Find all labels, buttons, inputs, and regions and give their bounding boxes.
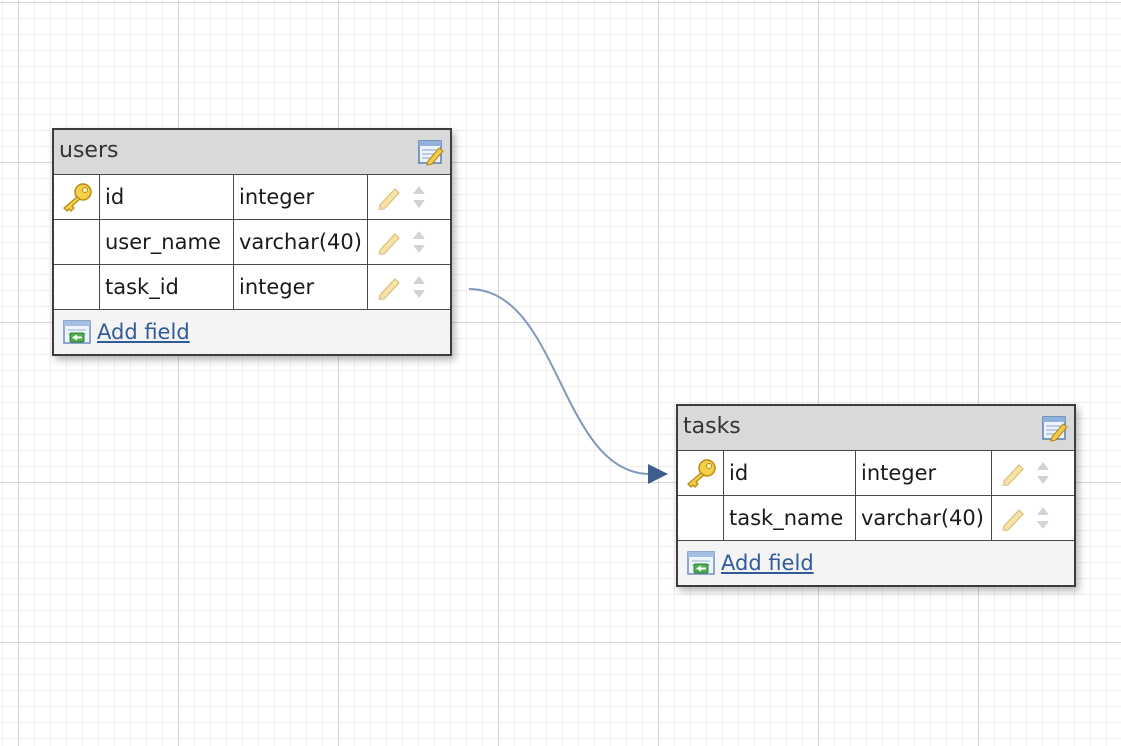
field-name[interactable]: user_name <box>100 220 234 264</box>
field-type[interactable]: varchar(40) <box>856 496 992 540</box>
add-field-icon[interactable] <box>686 550 716 576</box>
field-tools <box>368 175 450 219</box>
table-header[interactable]: users <box>54 130 450 175</box>
pencil-icon[interactable] <box>376 184 402 210</box>
add-field-row: Add field <box>678 541 1074 585</box>
up-down-arrows-icon[interactable] <box>1035 458 1051 488</box>
table-title: users <box>59 138 119 163</box>
relation-users-task_id-to-tasks-id[interactable] <box>468 288 651 475</box>
pencil-icon[interactable] <box>376 274 402 300</box>
key-cell <box>678 496 724 540</box>
up-down-arrows-icon[interactable] <box>411 227 427 257</box>
field-row[interactable]: id integer <box>54 175 450 220</box>
field-row[interactable]: task_name varchar(40) <box>678 496 1074 541</box>
field-row[interactable]: id integer <box>678 451 1074 496</box>
table-edit-icon[interactable] <box>1041 414 1069 442</box>
key-icon <box>686 459 716 488</box>
up-down-arrows-icon[interactable] <box>411 182 427 212</box>
key-cell <box>54 265 100 309</box>
field-row[interactable]: user_name varchar(40) <box>54 220 450 265</box>
field-type[interactable]: integer <box>234 175 368 219</box>
table-tasks[interactable]: tasks id integer <box>676 404 1076 587</box>
add-field-row: Add field <box>54 310 450 354</box>
field-tools <box>992 451 1074 495</box>
field-type[interactable]: varchar(40) <box>234 220 368 264</box>
key-cell <box>678 451 724 495</box>
add-field-link[interactable]: Add field <box>721 551 814 575</box>
field-name[interactable]: id <box>724 451 856 495</box>
field-name[interactable]: task_id <box>100 265 234 309</box>
field-tools <box>368 220 450 264</box>
field-tools <box>992 496 1074 540</box>
up-down-arrows-icon[interactable] <box>411 272 427 302</box>
field-name[interactable]: id <box>100 175 234 219</box>
table-header[interactable]: tasks <box>678 406 1074 451</box>
field-type[interactable]: integer <box>856 451 992 495</box>
key-cell <box>54 175 100 219</box>
table-users[interactable]: users id integer <box>52 128 452 356</box>
field-name[interactable]: task_name <box>724 496 856 540</box>
key-cell <box>54 220 100 264</box>
field-type[interactable]: integer <box>234 265 368 309</box>
field-row[interactable]: task_id integer <box>54 265 450 310</box>
relation-arrowhead <box>648 464 668 484</box>
pencil-icon[interactable] <box>376 229 402 255</box>
table-edit-icon[interactable] <box>417 138 445 166</box>
pencil-icon[interactable] <box>1000 460 1026 486</box>
table-title: tasks <box>683 414 741 439</box>
add-field-link[interactable]: Add field <box>97 320 190 344</box>
key-icon <box>62 183 92 212</box>
pencil-icon[interactable] <box>1000 505 1026 531</box>
field-tools <box>368 265 450 309</box>
add-field-icon[interactable] <box>62 319 92 345</box>
up-down-arrows-icon[interactable] <box>1035 503 1051 533</box>
